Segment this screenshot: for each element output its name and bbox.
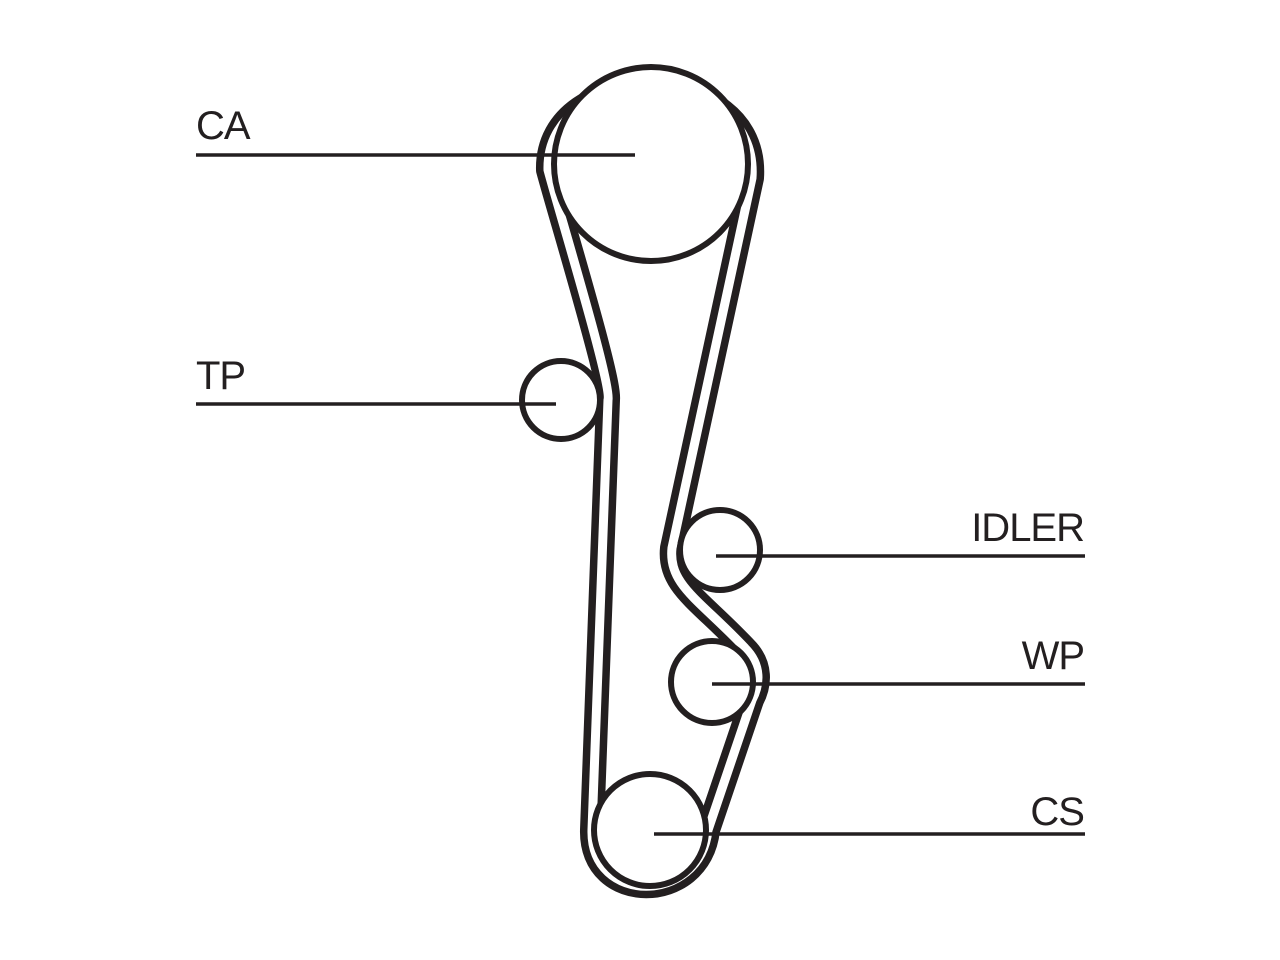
crankshaft-pulley: [591, 771, 709, 889]
water-pump-pulley: [668, 638, 756, 726]
label-ca: CA: [196, 104, 251, 148]
idler-pulley: [677, 507, 763, 593]
label-idler: IDLER: [971, 506, 1084, 550]
camshaft-pulley: [551, 64, 751, 264]
label-wp: WP: [1022, 634, 1084, 678]
label-cs: CS: [1030, 790, 1084, 834]
label-tp: TP: [196, 354, 245, 398]
tensioner-pulley: [519, 358, 603, 442]
